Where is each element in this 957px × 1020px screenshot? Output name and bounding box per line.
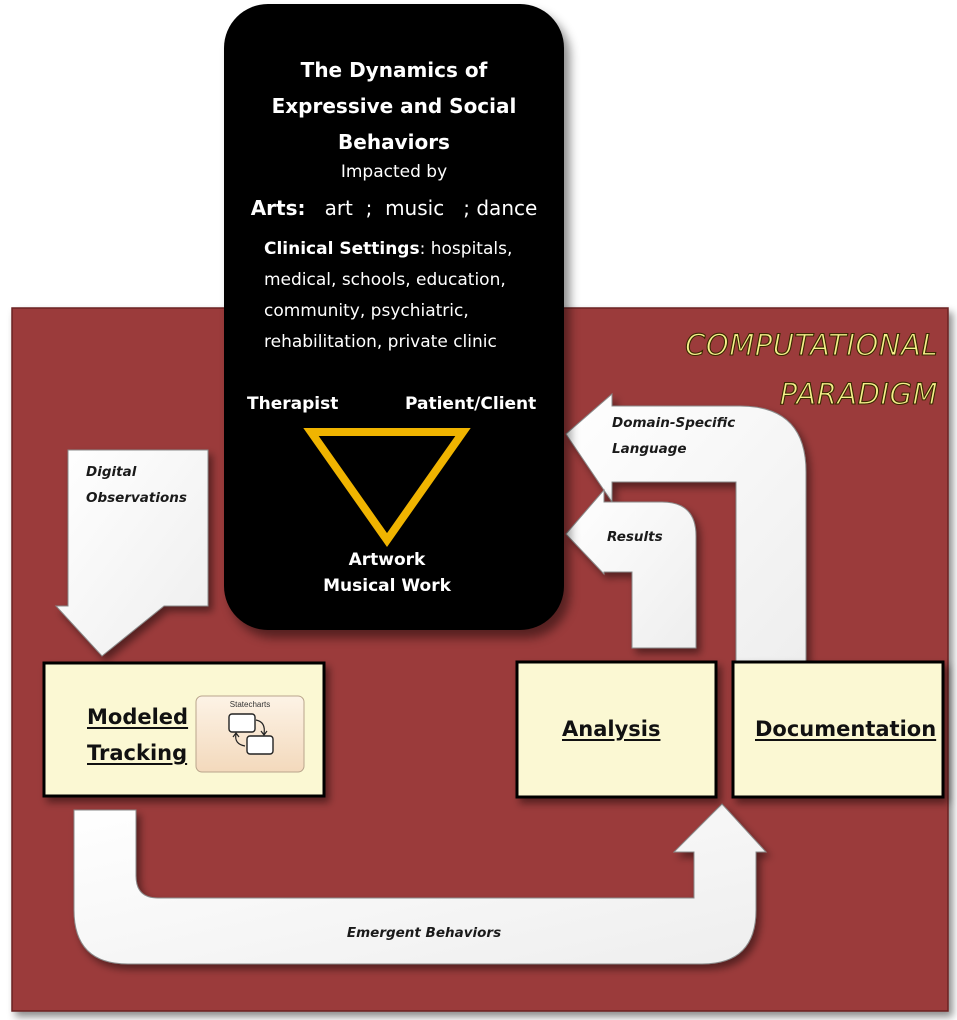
documentation-label: Documentation [755,717,937,741]
documentation-box [731,660,945,799]
domain-specific-language-arrow [565,392,807,663]
clinical-label: Clinical Settings [264,239,420,259]
analysis-box [515,660,718,799]
results-arrow [565,488,697,649]
modeled-tracking-label-1: Modeled [87,705,189,729]
modeled-tracking-label-2: Tracking [87,741,188,765]
musical-work-label: Musical Work [323,576,451,596]
digital-observations-label-2: Observations [86,490,187,506]
digital-observations-arrow [54,449,209,657]
therapy-triangle [303,428,471,547]
therapist-label: Therapist [247,394,339,414]
digital-observations-label-1: Digital [86,464,137,480]
arts-label: Arts: [250,196,306,220]
paradigm-title-line2: PARADIGM [780,377,938,411]
emergent-behaviors-label: Emergent Behaviors [347,925,501,941]
results-label: Results [607,529,663,545]
arts-line: Arts: art ; music ; dance [224,196,564,220]
patient-client-label: Patient/Client [405,394,537,414]
clinical-settings: Clinical Settings: hospitals, medical, s… [264,234,534,358]
artwork-label: Artwork [348,550,426,570]
impacted-by-label: Impacted by [340,162,448,182]
domain-specific-label-1: Domain-Specific [612,415,735,431]
domain-specific-label-2: Language [612,441,687,457]
analysis-label: Analysis [562,717,661,741]
arts-items: art ; music ; dance [324,196,538,220]
triangle-shape [303,428,471,547]
dynamics-panel: The Dynamics of Expressive and Social Be… [224,4,564,630]
statecharts-icon: Statecharts [195,695,305,773]
paradigm-title-line1: COMPUTATIONAL [685,328,938,362]
emergent-behaviors-arrow [73,803,768,965]
clinical-items: : hospitals, medical, schools, education… [264,239,513,352]
statecharts-label: Statecharts [230,700,270,709]
panel-title: The Dynamics of Expressive and Social Be… [271,58,517,154]
